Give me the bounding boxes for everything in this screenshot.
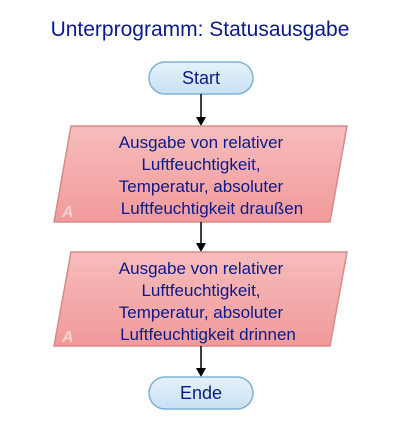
start-node: Start [148,61,254,95]
output-inside-shape [53,251,348,347]
arrow-output-outside-to-output-inside [196,222,206,252]
output-outside-line-4: Luftfeuchtigkeit draußen [121,199,303,218]
output-inside-line-1: Ausgabe von relativer [119,259,284,278]
output-inside-line-4: Luftfeuchtigkeit drinnen [120,325,296,344]
end-terminal-shape [148,376,254,410]
output-outside-line-3: Temperatur, absoluter [119,177,284,196]
output-outside-line-2: Luftfeuchtigkeit, [141,155,260,174]
end-node: Ende [148,376,254,410]
output-inside-marker: A [61,329,74,346]
start-label: Start [182,68,220,88]
arrow-output-inside-to-end [196,346,206,377]
arrow-start-to-output-outside [196,94,206,126]
output-inside-node: Ausgabe von relativer Luftfeuchtigkeit, … [53,251,348,347]
output-outside-marker: A [61,204,74,221]
page-title: Unterprogramm: Statusausgabe [50,18,350,41]
output-outside-shape [53,125,348,223]
output-outside-node: Ausgabe von relativer Luftfeuchtigkeit, … [53,125,348,223]
output-outside-line-1: Ausgabe von relativer [119,133,284,152]
end-label: Ende [180,383,222,403]
output-inside-line-2: Luftfeuchtigkeit, [141,281,260,300]
output-inside-line-3: Temperatur, absoluter [119,303,284,322]
